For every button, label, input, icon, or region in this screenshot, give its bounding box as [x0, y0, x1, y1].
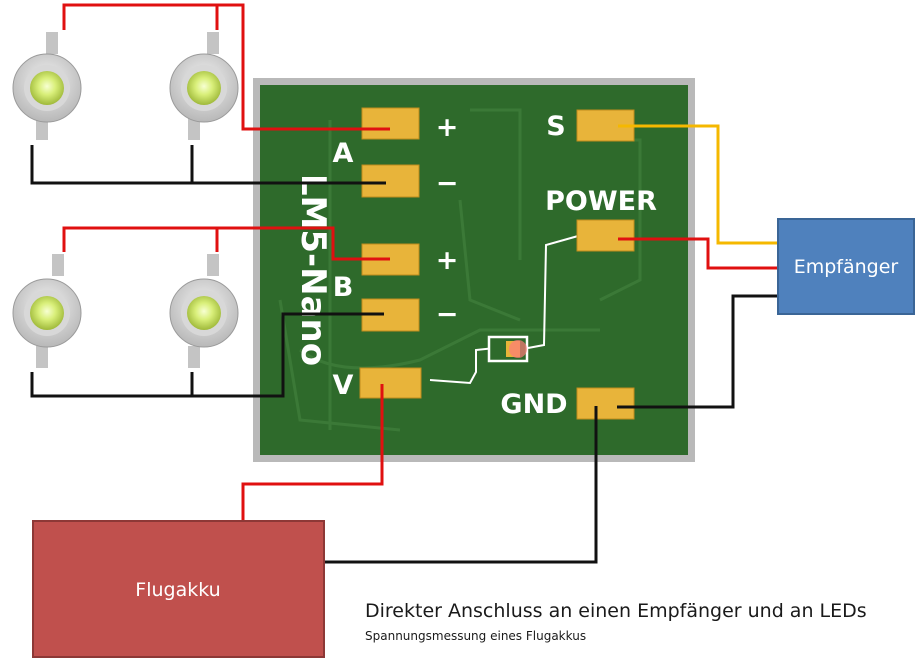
label-b-minus: − [436, 299, 459, 330]
pcb-traces [278, 108, 642, 432]
wire-b-positive [62, 226, 390, 261]
receiver-label: Empfänger [794, 256, 899, 278]
led-lens [187, 296, 221, 330]
pad-v [359, 367, 422, 399]
led-leg-top [46, 32, 58, 54]
label-a: A [333, 138, 354, 169]
led-leg-bottom [188, 118, 200, 140]
wire-signal [618, 124, 778, 245]
led-leg-bottom [36, 346, 48, 368]
wire-a-ground [30, 145, 386, 185]
caption-title: Direkter Anschluss an einen Empfänger un… [365, 600, 867, 622]
led-lens [187, 71, 221, 105]
led-top-left [12, 32, 82, 140]
wire-a-positive [62, 3, 390, 131]
wire-receiver-positive [618, 237, 778, 270]
label-b-plus: + [436, 245, 459, 276]
wire-receiver-ground [617, 294, 778, 409]
wires [30, 3, 778, 564]
led-bottom-right [169, 254, 239, 368]
led-lens [30, 296, 64, 330]
resistor [487, 335, 529, 363]
label-s: S [546, 111, 565, 142]
pcb-board: LM5-Nano A B V + − + − S POWER GND [253, 78, 695, 462]
led-leg-top [207, 254, 219, 276]
label-gnd: GND [500, 389, 567, 420]
led-bottom-left [12, 254, 82, 368]
label-b: B [333, 272, 354, 303]
led-lens [30, 71, 64, 105]
pad-a-plus [361, 107, 420, 140]
wire-battery-positive [241, 384, 384, 530]
pads [359, 107, 635, 420]
label-power: POWER [545, 186, 657, 217]
power-trace [429, 235, 579, 385]
pad-a-minus [361, 164, 420, 198]
label-a-plus: + [436, 112, 459, 143]
pad-power [576, 219, 635, 252]
pad-s [576, 109, 635, 142]
receiver: Empfänger [777, 218, 915, 315]
caption-subtitle: Spannungsmessung eines Flugakkus [365, 629, 586, 643]
battery: Flugakku [32, 520, 325, 658]
pad-gnd [576, 387, 635, 420]
led-leg-bottom [36, 118, 48, 140]
battery-label: Flugakku [135, 579, 220, 601]
led-top-right [169, 32, 239, 140]
board-name: LM5-Nano [293, 174, 333, 366]
wire-battery-ground [322, 406, 598, 564]
label-a-minus: − [436, 168, 459, 199]
label-v: V [333, 370, 354, 401]
led-leg-top [52, 254, 64, 276]
led-leg-bottom [188, 346, 200, 368]
wire-b-ground [30, 312, 384, 398]
led-leg-top [207, 32, 219, 54]
